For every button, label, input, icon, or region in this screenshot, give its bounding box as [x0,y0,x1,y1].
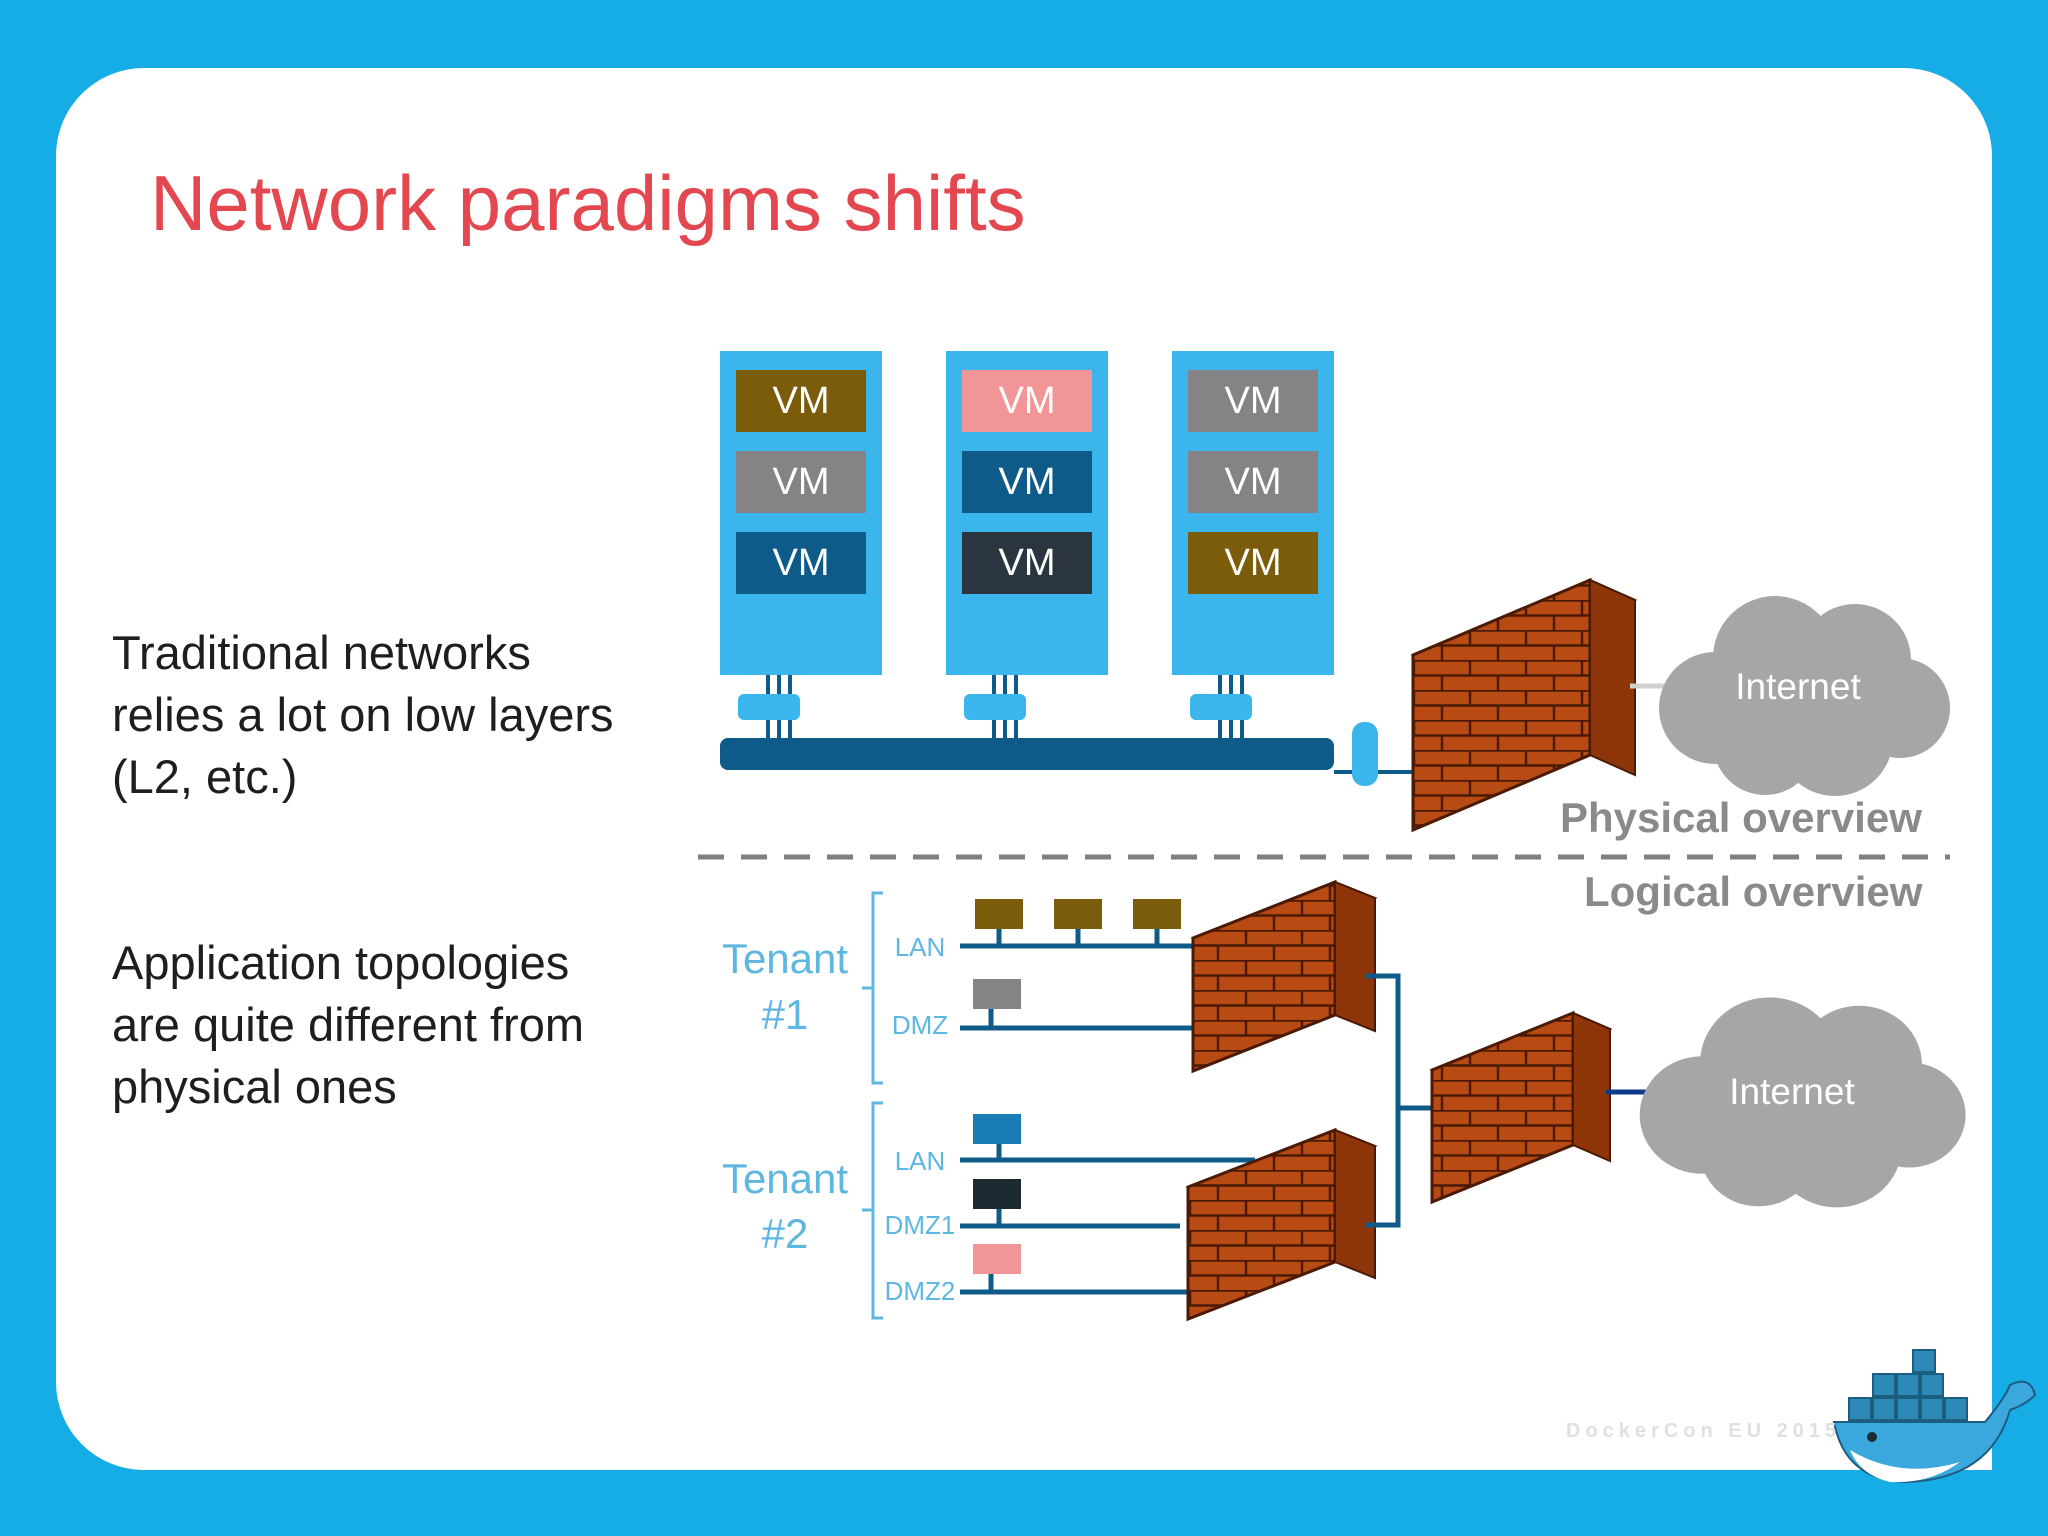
vm-box [962,532,1092,594]
physical-overview-label: Physical overview [1560,794,1922,841]
tenant1-links [960,928,1222,1031]
vm-box [1188,370,1318,432]
text-line: physical ones [112,1060,397,1113]
logical-overview: Tenant #1 LAN DMZ Tenant #2 LAN DMZ1 DMZ… [722,879,1966,1322]
physical-overview: VM VM VM VM VM VM VM VM VM [720,351,1950,833]
text-line: relies a lot on low layers [112,688,614,741]
firewall-icon [1429,1010,1613,1205]
vm-label: VM [1225,380,1282,422]
network-bus [720,738,1334,770]
network-label: DMZ1 [885,1210,956,1240]
host-box [1133,899,1181,929]
tenant2-links [960,1144,1255,1295]
text-block-application: Application topologies are quite differe… [112,932,692,1118]
router-connector [1352,722,1378,786]
vm-label: VM [999,380,1056,422]
vm-box [962,370,1092,432]
tenant-bracket [862,1101,883,1320]
slide-title: Network paradigms shifts [150,159,1026,247]
vm-box [736,451,866,513]
tenant-label: #2 [762,1210,809,1257]
tenant-label: Tenant [722,1155,848,1202]
vm-label: VM [773,461,830,503]
host-box [1054,899,1102,929]
vm-box [736,370,866,432]
vm-box [1188,451,1318,513]
text-block-traditional: Traditional networks relies a lot on low… [112,622,692,808]
network-label: DMZ2 [885,1276,956,1306]
text-line: (L2, etc.) [112,750,298,803]
host-box [973,979,1021,1009]
internet-label: Internet [1729,1071,1855,1112]
text-line: Traditional networks [112,626,531,679]
server-1: VM VM VM [720,351,882,675]
host-box [973,1244,1021,1274]
network-label: LAN [895,1146,946,1176]
docker-whale-logo [1832,1349,2037,1484]
host-box [975,899,1023,929]
network-label: DMZ [892,1010,948,1040]
vm-label: VM [1225,542,1282,584]
vm-label: VM [773,380,830,422]
firewall-icon [1410,577,1638,833]
vm-label: VM [999,461,1056,503]
vm-box [962,451,1092,513]
vm-label: VM [999,542,1056,584]
internet-label: Internet [1735,666,1861,707]
network-label: LAN [895,932,946,962]
text-line: are quite different from [112,998,584,1051]
tenant-label: #1 [762,991,809,1038]
tenant-bracket [862,891,883,1085]
firewall-icon [1185,1127,1378,1322]
server-3: VM VM VM [1172,351,1334,675]
core-links [1365,973,1432,1228]
text-line: Application topologies [112,936,570,989]
vm-label: VM [1225,461,1282,503]
server-2: VM VM VM [946,351,1108,675]
vm-box [1188,532,1318,594]
nic-icons [738,694,1252,720]
vm-box [736,532,866,594]
vm-label: VM [773,542,830,584]
host-box [973,1179,1021,1209]
footer-text: DockerCon EU 2015 [1566,1420,1842,1442]
host-box [973,1114,1021,1144]
tenant-label: Tenant [722,935,848,982]
firewall-icon [1190,879,1378,1074]
logical-overview-label: Logical overview [1584,868,1923,915]
